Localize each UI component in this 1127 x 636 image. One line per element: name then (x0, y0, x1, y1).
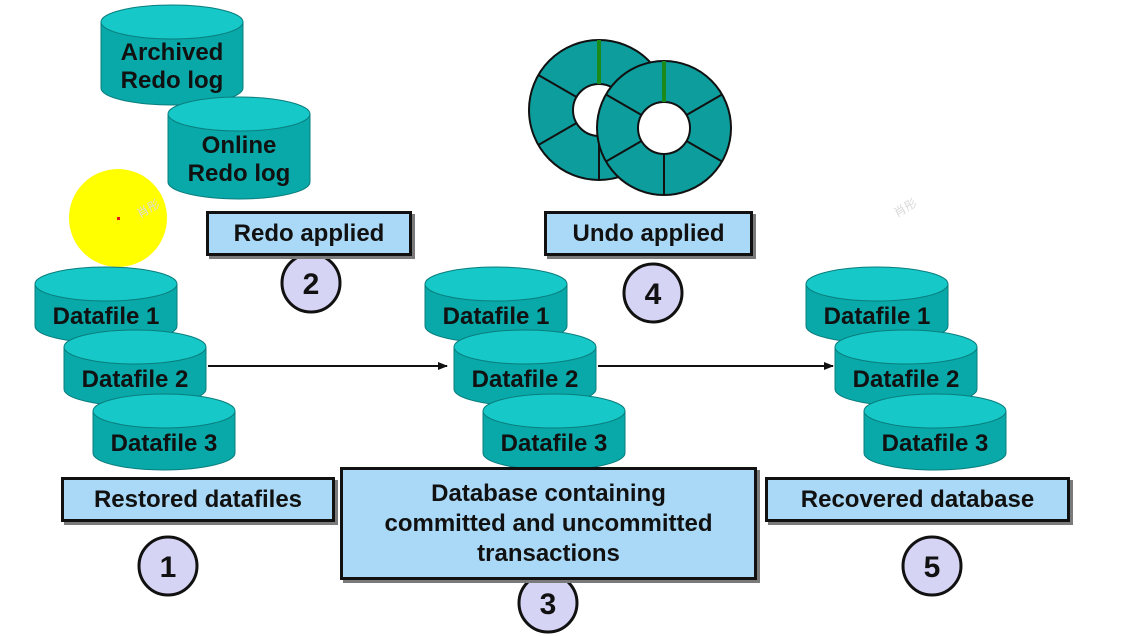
cylinder-label: Online (202, 132, 277, 159)
cylinder-label: Datafile 3 (111, 430, 218, 457)
recovered-database-label: Recovered database (765, 477, 1070, 522)
redo-applied-label: Redo applied (206, 211, 412, 256)
cylinder-label: Datafile 2 (853, 366, 960, 393)
step-number: 1 (160, 551, 177, 584)
cylinder-label: Datafile 1 (443, 303, 550, 330)
datafile-cylinder: Datafile 1 (805, 266, 949, 344)
uncommitted-word: uncommitted (561, 509, 713, 537)
undo-segment-ring (596, 60, 732, 196)
datafile-cylinder: Datafile 2 (453, 329, 597, 407)
step-number: 3 (540, 588, 557, 621)
datafile-cylinder: Datafile 2 (834, 329, 978, 407)
step-5-circle: 5 (901, 535, 963, 597)
step-2-circle: 2 (280, 252, 342, 314)
datafile-cylinder: Datafile 1 (34, 266, 178, 344)
and-word: and (505, 509, 562, 537)
step-3-circle: 3 (517, 572, 579, 634)
datafile-cylinder: Datafile 1 (424, 266, 568, 344)
database-uncommitted-label: Database containing committed and uncomm… (340, 467, 757, 580)
cylinder-label: Archived (121, 39, 224, 66)
step-1-circle: 1 (137, 535, 199, 597)
cylinder-label: Redo log (121, 67, 224, 94)
cylinder-label: Datafile 3 (882, 430, 989, 457)
cursor-dot (117, 217, 120, 220)
database-line-1: Database containing (431, 479, 666, 507)
restored-datafiles-label: Restored datafiles (61, 477, 335, 522)
datafile-cylinder: Datafile 3 (863, 393, 1007, 471)
recovered-database-text: Recovered database (800, 485, 1035, 513)
cylinder-label: Datafile 1 (824, 303, 931, 330)
committed-word: committed (384, 509, 506, 537)
step-number: 4 (645, 278, 662, 311)
cylinder-label: Datafile 3 (501, 430, 608, 457)
datafile-cylinder: Datafile 3 (92, 393, 236, 471)
datafile-cylinder: Datafile 3 (482, 393, 626, 471)
cylinder-label: Datafile 2 (82, 366, 189, 393)
restored-datafiles-text: Restored datafiles (93, 485, 303, 513)
cylinder-label: Datafile 2 (472, 366, 579, 393)
cylinder-label: Redo log (188, 160, 291, 187)
datafile-cylinder: Datafile 2 (63, 329, 207, 407)
step-number: 2 (303, 268, 320, 301)
undo-applied-text: Undo applied (572, 219, 725, 247)
database-line-2: committed and uncommitted (384, 509, 712, 539)
step-4-circle: 4 (622, 262, 684, 324)
database-line-3: transactions (477, 539, 620, 567)
undo-applied-label: Undo applied (544, 211, 753, 256)
step-number: 5 (924, 551, 941, 584)
redo-applied-text: Redo applied (233, 219, 385, 247)
cylinder-label: Datafile 1 (53, 303, 160, 330)
